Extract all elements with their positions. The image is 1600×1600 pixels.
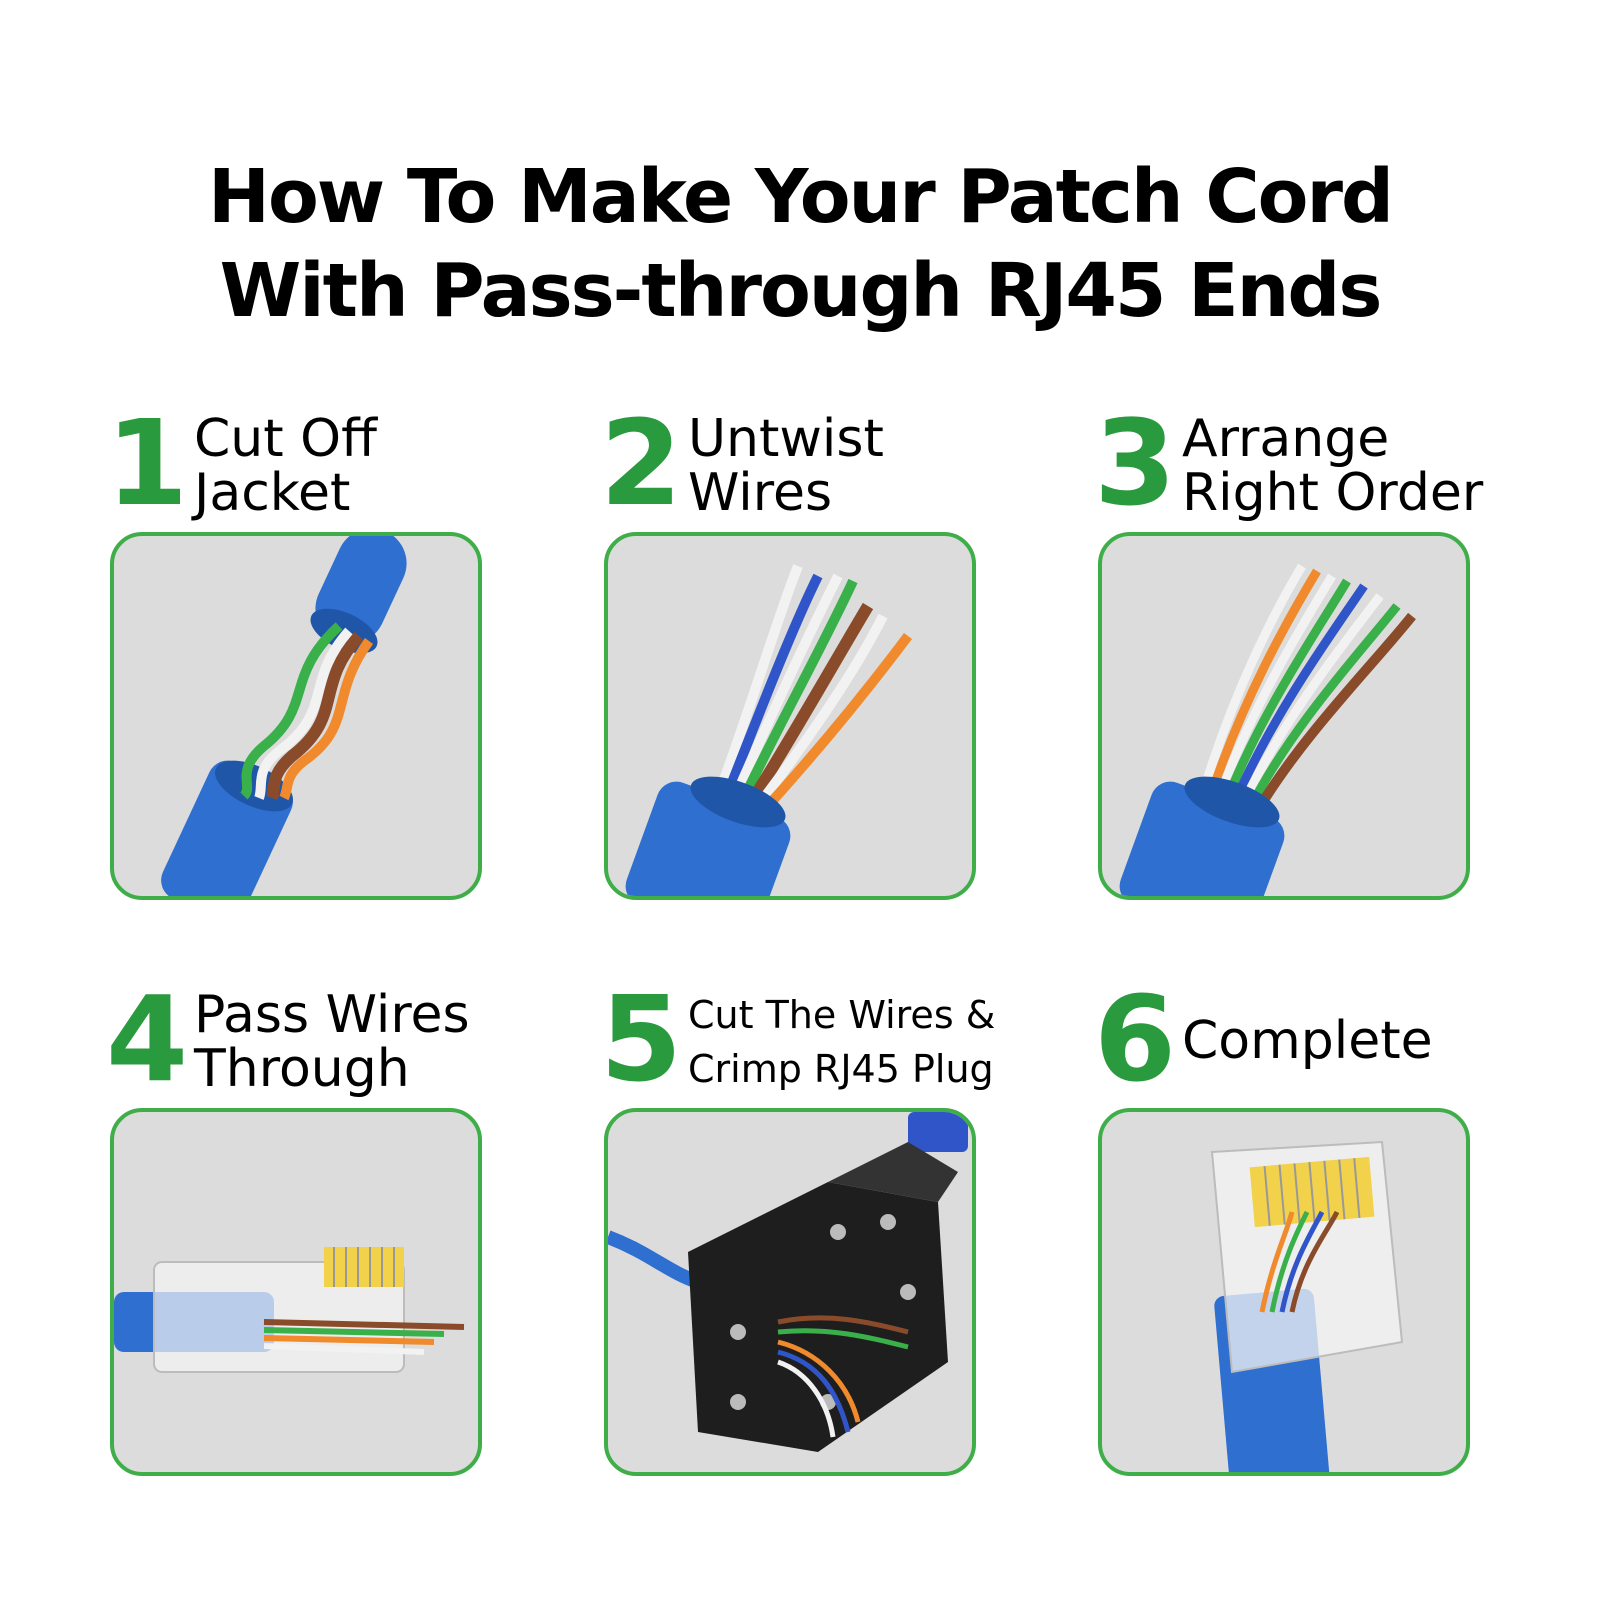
- wires-through-connector-illustration: [114, 1247, 465, 1373]
- step-label-line-2: Wires: [688, 463, 833, 523]
- title-line-1: How To Make Your Patch Cord: [208, 154, 1394, 240]
- step-2-image: [604, 532, 976, 900]
- step-label-line-1: Pass Wires: [194, 985, 470, 1045]
- page-title: How To Make Your Patch Cord With Pass-th…: [0, 150, 1600, 338]
- step-label-line-1: Untwist: [688, 409, 884, 469]
- step-3-header: 3 Arrange Right Order: [1094, 394, 1534, 532]
- step-5-header: 5 Cut The Wires & Crimp RJ45 Plug: [600, 970, 1040, 1108]
- step-4-header: 4 Pass Wires Through: [106, 970, 546, 1108]
- finished-rj45-plug-illustration: [1210, 1140, 1404, 1472]
- step-1-header: 1 Cut Off Jacket: [106, 394, 546, 532]
- step-5-image: [604, 1108, 976, 1476]
- step-label: Cut Off Jacket: [194, 412, 377, 520]
- step-number: 3: [1094, 394, 1176, 532]
- step-label: Untwist Wires: [688, 412, 884, 520]
- step-1-image: [110, 532, 482, 900]
- ordered-wires-illustration: [1119, 563, 1416, 896]
- step-label-line-1: Complete: [1182, 1011, 1433, 1071]
- untwisted-wires-illustration: [625, 564, 912, 896]
- step-label-line-2: Through: [194, 1039, 410, 1099]
- cable-with-twisted-pairs-illustration: [161, 536, 407, 896]
- step-number: 2: [600, 394, 682, 532]
- step-label: Cut The Wires & Crimp RJ45 Plug: [688, 988, 995, 1096]
- step-label: Pass Wires Through: [194, 988, 470, 1096]
- crimping-tool-illustration: [608, 1112, 968, 1452]
- step-label-line-2: Jacket: [194, 463, 351, 523]
- step-label-line-2: Crimp RJ45 Plug: [688, 1047, 994, 1091]
- step-label-line-2: Right Order: [1182, 463, 1484, 523]
- step-2-header: 2 Untwist Wires: [600, 394, 1040, 532]
- step-6-header: 6 Complete: [1094, 970, 1534, 1108]
- step-number: 1: [106, 394, 188, 532]
- step-number: 4: [106, 970, 188, 1108]
- step-label-line-1: Arrange: [1182, 409, 1390, 469]
- step-label: Complete: [1182, 1014, 1433, 1068]
- title-line-2: With Pass-through RJ45 Ends: [219, 248, 1383, 334]
- step-4-image: [110, 1108, 482, 1476]
- step-label: Arrange Right Order: [1182, 412, 1483, 520]
- step-label-line-1: Cut Off: [194, 409, 377, 469]
- step-3-image: [1098, 532, 1470, 900]
- step-number: 5: [600, 970, 682, 1108]
- step-label-line-1: Cut The Wires &: [688, 993, 996, 1037]
- step-number: 6: [1094, 970, 1176, 1108]
- step-6-image: [1098, 1108, 1470, 1476]
